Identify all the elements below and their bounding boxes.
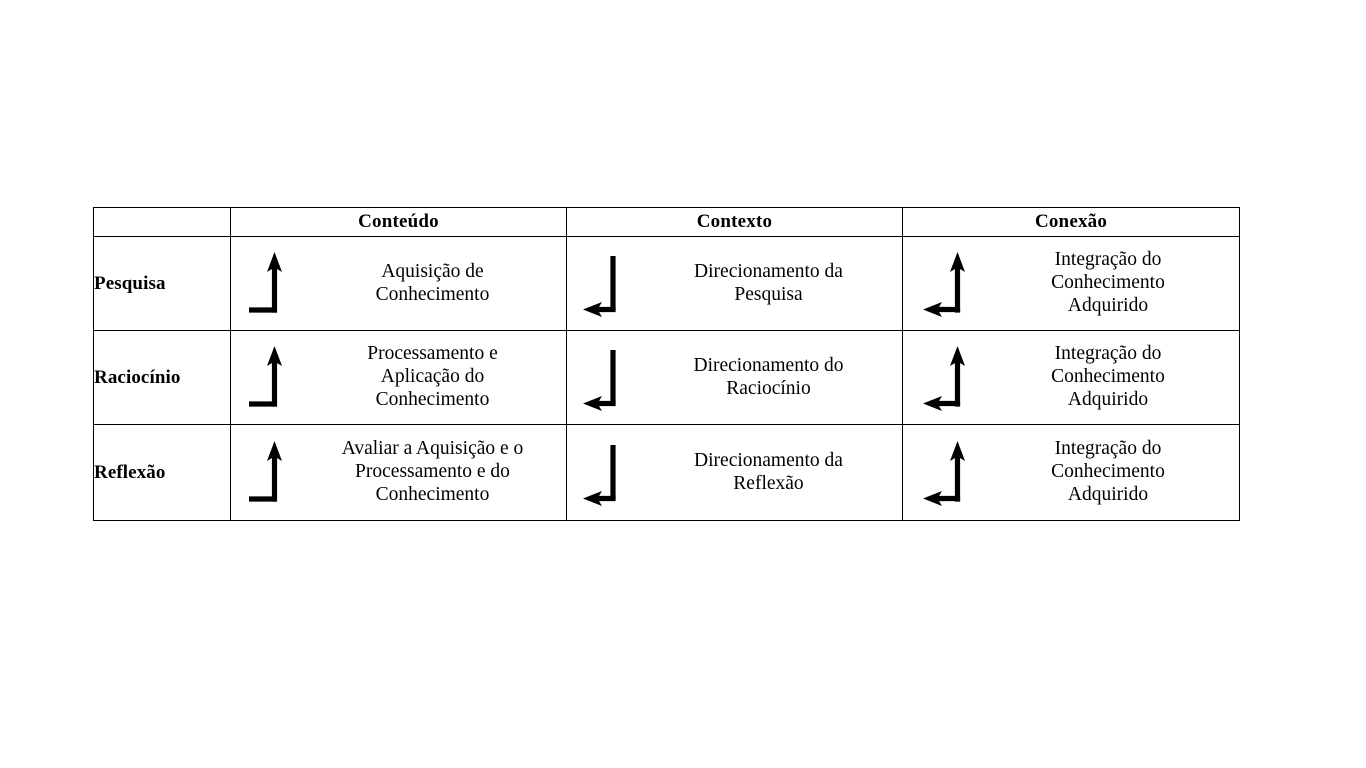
cell-reflexao-contexto: Direcionamento da Reflexão: [566, 424, 903, 521]
cell-raciocinio-contexto: Direcionamento do Raciocínio: [566, 330, 903, 425]
cell-text-pesquisa-conteudo: Aquisição de Conhecimento: [375, 260, 490, 305]
cell-reflexao-conteudo: Avaliar a Aquisição e o Processamento e …: [230, 424, 567, 521]
competency-matrix-table: Conteúdo Contexto Conexão Pesquisa: [93, 207, 1240, 521]
bent-arrow-left-icon: [567, 250, 641, 318]
cell-raciocinio-conteudo: Processamento e Aplicação do Conheciment…: [230, 330, 567, 425]
bent-arrow-double-icon: [903, 250, 987, 318]
table-row: Reflexão Avaliar a Aquisição e o Process…: [93, 424, 1240, 521]
bent-arrow-double-icon: [903, 439, 987, 507]
column-header-contexto: Contexto: [566, 207, 903, 237]
cell-text-raciocinio-conexao: Integração do Conhecimento Adquirido: [1051, 343, 1165, 410]
cell-reflexao-conexao: Integração do Conhecimento Adquirido: [902, 424, 1240, 521]
cell-text-reflexao-conexao: Integração do Conhecimento Adquirido: [1051, 438, 1165, 505]
cell-pesquisa-conteudo: Aquisição de Conhecimento: [230, 236, 567, 331]
row-label-pesquisa: Pesquisa: [93, 236, 231, 331]
bent-arrow-double-icon: [903, 344, 987, 412]
cell-pesquisa-conexao: Integração do Conhecimento Adquirido: [902, 236, 1240, 331]
cell-text-reflexao-contexto: Direcionamento da Reflexão: [694, 449, 843, 494]
table-row: Raciocínio Processamento e Aplicação do …: [93, 330, 1240, 425]
bent-arrow-up-icon: [231, 439, 305, 507]
bent-arrow-left-icon: [567, 439, 641, 507]
table-body: Pesquisa Aquisição de Conhecimento: [93, 236, 1240, 521]
cell-pesquisa-contexto: Direcionamento da Pesquisa: [566, 236, 903, 331]
header-row: Conteúdo Contexto Conexão: [93, 207, 1240, 237]
matrix-table-container: Conteúdo Contexto Conexão Pesquisa: [93, 207, 1240, 521]
bent-arrow-left-icon: [567, 344, 641, 412]
cell-text-raciocinio-contexto: Direcionamento do Raciocínio: [693, 354, 844, 399]
cell-raciocinio-conexao: Integração do Conhecimento Adquirido: [902, 330, 1240, 425]
table-header: Conteúdo Contexto Conexão: [93, 207, 1240, 237]
row-label-raciocinio: Raciocínio: [93, 330, 231, 425]
cell-text-reflexao-conteudo: Avaliar a Aquisição e o Processamento e …: [341, 438, 524, 505]
table-corner-cell: [93, 207, 231, 237]
table-row: Pesquisa Aquisição de Conhecimento: [93, 236, 1240, 331]
cell-text-pesquisa-contexto: Direcionamento da Pesquisa: [694, 260, 843, 305]
row-label-reflexao: Reflexão: [93, 424, 231, 521]
bent-arrow-up-icon: [231, 250, 305, 318]
column-header-conexao: Conexão: [902, 207, 1240, 237]
cell-text-raciocinio-conteudo: Processamento e Aplicação do Conheciment…: [367, 343, 498, 410]
cell-text-pesquisa-conexao: Integração do Conhecimento Adquirido: [1051, 249, 1165, 316]
bent-arrow-up-icon: [231, 344, 305, 412]
column-header-conteudo: Conteúdo: [230, 207, 567, 237]
